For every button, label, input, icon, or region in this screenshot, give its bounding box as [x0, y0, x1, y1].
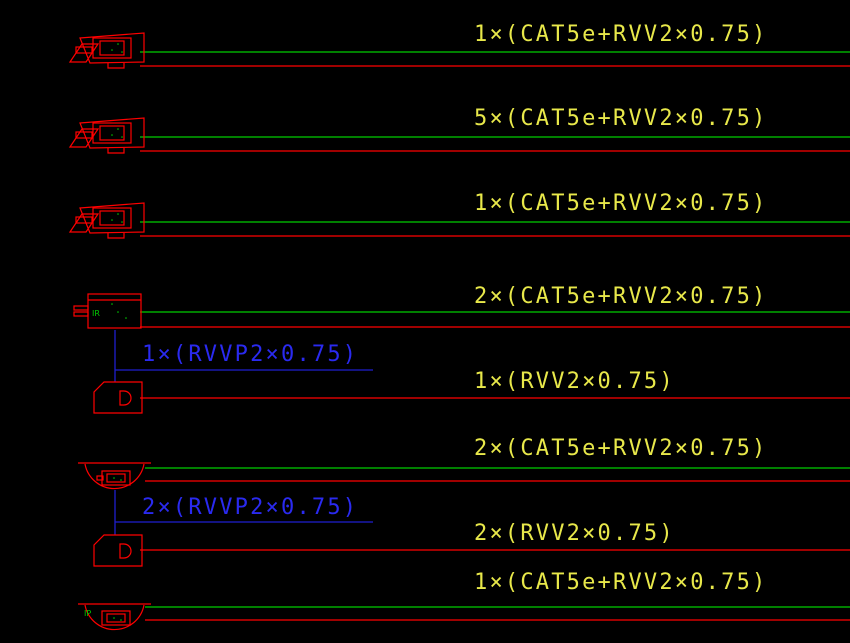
- camera-icon: [68, 32, 145, 69]
- cable-label-5: 1×(RVV2×0.75): [474, 369, 675, 394]
- branch-lines: [114, 330, 373, 535]
- cable-label-2: 5×(CAT5e+RVV2×0.75): [474, 106, 767, 131]
- pan-tilt-controller-icon: [93, 534, 143, 567]
- cable-label-4: 2×(CAT5e+RVV2×0.75): [474, 284, 767, 309]
- devices: IR IP: [68, 32, 151, 631]
- ip-label: IP: [84, 609, 91, 618]
- cable-label-3: 1×(CAT5e+RVV2×0.75): [474, 191, 767, 216]
- camera-icon: [68, 117, 145, 154]
- ip-dome-camera-icon: IP: [78, 603, 151, 631]
- cable-label-7: 2×(RVV2×0.75): [474, 521, 675, 546]
- cable-label-6: 2×(CAT5e+RVV2×0.75): [474, 436, 767, 461]
- branch-label-1: 1×(RVVP2×0.75): [142, 342, 358, 367]
- branch-label-2: 2×(RVVP2×0.75): [142, 495, 358, 520]
- pan-tilt-controller-icon: [93, 381, 143, 414]
- cable-label-1: 1×(CAT5e+RVV2×0.75): [474, 22, 767, 47]
- cable-labels: 1×(CAT5e+RVV2×0.75) 5×(CAT5e+RVV2×0.75) …: [142, 22, 767, 595]
- ir-label: IR: [92, 309, 100, 318]
- camera-icon: [68, 202, 145, 239]
- dome-camera-icon: [78, 462, 151, 490]
- cable-label-8: 1×(CAT5e+RVV2×0.75): [474, 570, 767, 595]
- ir-camera-icon: IR: [73, 293, 142, 329]
- cable-lines: [140, 51, 850, 621]
